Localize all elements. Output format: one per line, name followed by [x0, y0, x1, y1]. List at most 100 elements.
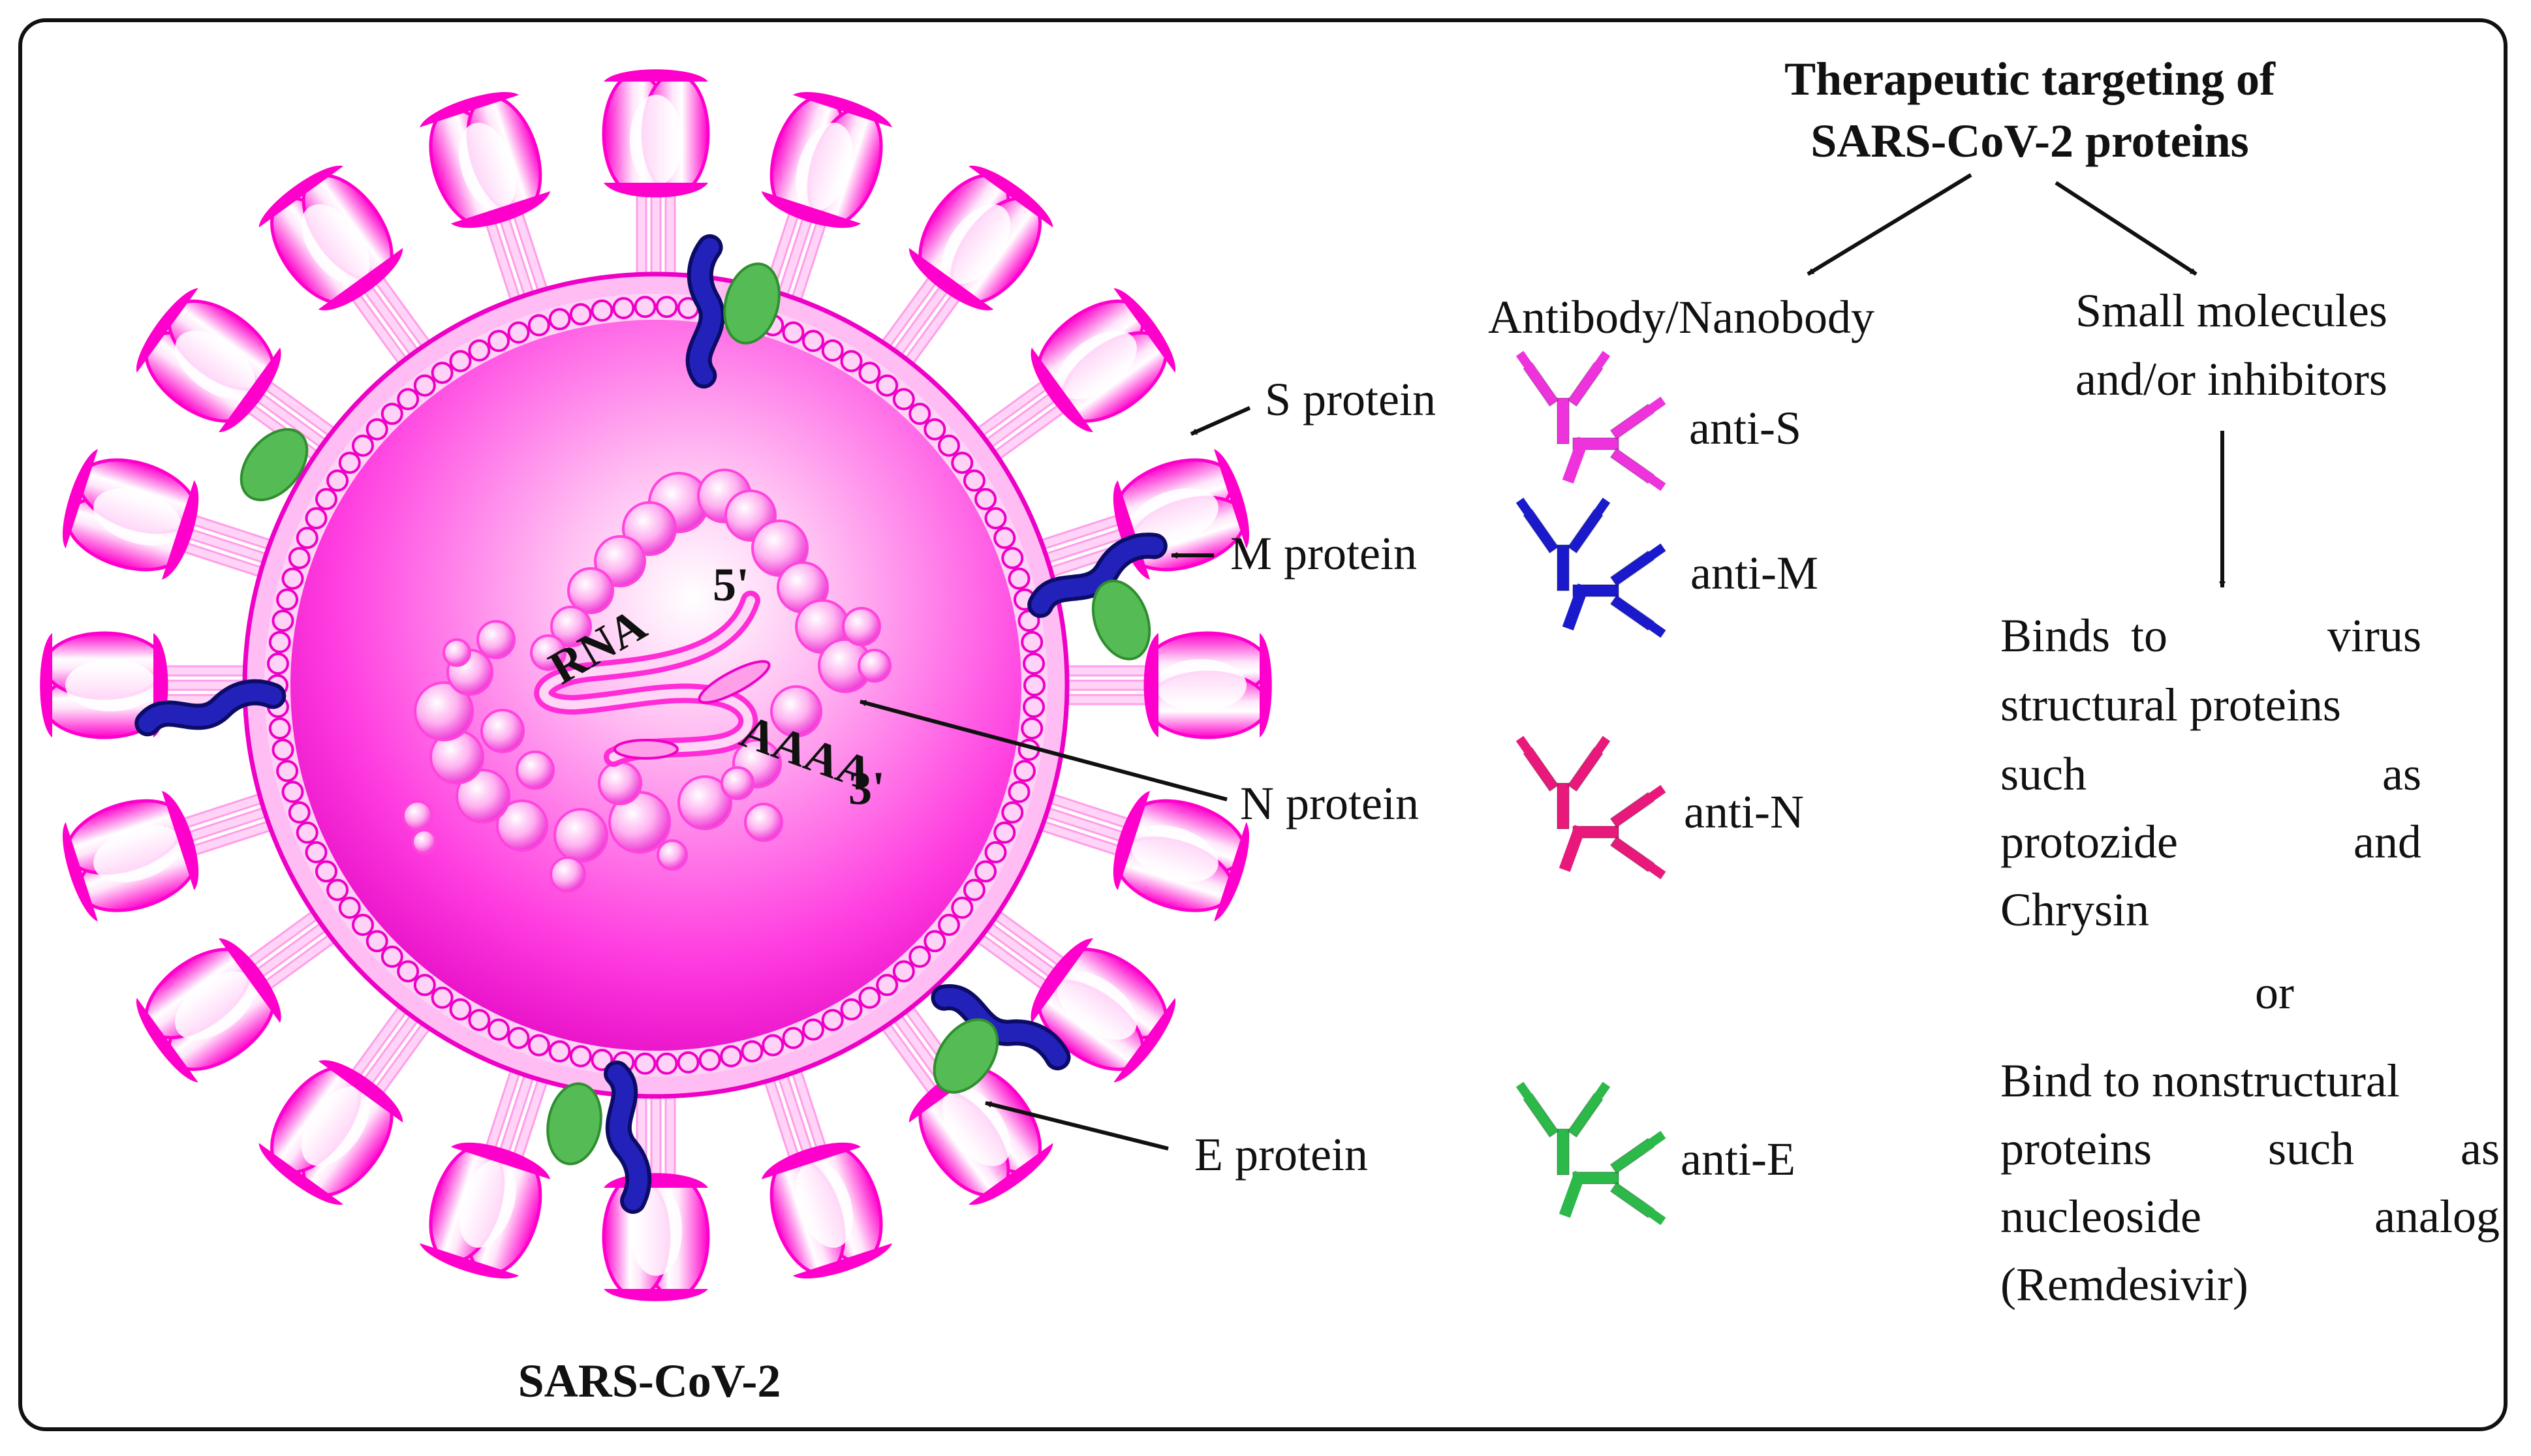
n-protein-bubble [594, 535, 646, 587]
spike-proteins [40, 69, 1272, 1301]
membrane-bead [963, 469, 986, 492]
m-proteins [134, 234, 1168, 1214]
antibody-fragment [1562, 583, 1589, 631]
anti-s-label: anti-S [1689, 402, 1801, 454]
membrane-bead [938, 914, 961, 937]
small-molecules-line-1: Small molecules [2075, 285, 2387, 337]
n-protein-bubble [550, 606, 592, 647]
membrane-bead [821, 339, 844, 362]
e-protein [240, 427, 309, 502]
n-protein-bubble [550, 856, 586, 893]
n-protein-bubble [456, 769, 510, 824]
structural-line-1-word-1: Binds [2000, 610, 2110, 662]
anti-m-label: anti-M [1690, 547, 1818, 599]
membrane-bead [1013, 760, 1036, 782]
s-protein-arrow [1190, 406, 1251, 436]
membrane-bead [315, 860, 337, 883]
n-protein-bubble [677, 775, 732, 830]
e-protein-label: E protein [1194, 1128, 1368, 1181]
membrane-bead [1001, 801, 1024, 824]
spike-protein [869, 165, 1053, 381]
antibody-glyph [1572, 1130, 1666, 1226]
structural-line-1-word-3: virus [2327, 610, 2421, 662]
nonstructural-line-2-word-1: proteins [2000, 1123, 2152, 1175]
membrane-bead [612, 297, 635, 320]
membrane-bead [527, 1034, 550, 1057]
structural-text: Binds to virus structural proteins such … [2000, 610, 2421, 936]
e-protein [933, 1018, 999, 1094]
n-protein-bubble [414, 681, 474, 741]
antibody-heading: Antibody/Nanobody [1488, 291, 1874, 343]
membrane-beads [266, 296, 1046, 1075]
anti-n-label: anti-N [1684, 786, 1804, 838]
antibody-list [1515, 350, 1666, 1226]
n-protein-nucleocapsid [402, 469, 892, 893]
antibody-anti-S [1515, 350, 1666, 491]
n-protein-bubble [411, 829, 437, 855]
title-line-1: Therapeutic targeting of [1784, 53, 2276, 105]
membrane-bead [741, 1040, 764, 1062]
membrane-bead [305, 507, 328, 530]
rna-segment [698, 660, 771, 704]
spike-protein [420, 1050, 555, 1278]
antibody-fragment [1562, 437, 1589, 484]
membrane-bead [782, 1027, 805, 1049]
membrane-bead [908, 945, 931, 968]
antibody-glyph [1515, 497, 1611, 591]
membrane-bead [449, 350, 472, 373]
n-protein-bubble [842, 607, 881, 646]
n-protein-bubble [496, 799, 548, 852]
spike-protein [136, 899, 352, 1083]
membrane-bead [365, 418, 388, 441]
spike-protein [602, 1076, 710, 1301]
membrane-bead [655, 296, 678, 318]
membrane-bead [1023, 652, 1046, 675]
structural-line-3-word-2: as [2382, 748, 2421, 800]
nonstructural-line-3-word-2: analog [2374, 1190, 2500, 1243]
nonstructural-line-4: (Remdesivir) [2000, 1258, 2248, 1310]
membrane-bead [569, 1045, 592, 1068]
membrane-bead [268, 717, 291, 740]
structural-line-4-word-1: protozide [2000, 816, 2178, 868]
nonstructural-line-3-word-1: nucleoside [2000, 1190, 2201, 1243]
structural-line-3-word-1: such [2000, 748, 2087, 800]
membrane-bead [1021, 717, 1044, 740]
membrane-bead [951, 896, 974, 919]
membrane-bead [591, 299, 613, 322]
membrane-bead [655, 1052, 678, 1075]
membrane-bead [698, 1049, 721, 1072]
n-protein-bubble [567, 567, 614, 614]
title-line-2: SARS-CoV-2 proteins [1810, 115, 2248, 167]
membrane-bead [908, 403, 931, 426]
membrane-bead [365, 930, 388, 953]
three-prime-label: 3' [848, 762, 885, 814]
virus-caption: SARS-CoV-2 [518, 1355, 781, 1407]
n-protein-bubble [858, 649, 892, 683]
e-protein-arrow [985, 1101, 1169, 1151]
antibody-fragment [1559, 1171, 1586, 1218]
n-protein-bubble [598, 761, 642, 805]
membrane-bead [305, 841, 328, 863]
antibody-glyph [1515, 736, 1611, 829]
antibody-anti-N [1515, 736, 1666, 880]
membrane-bead [801, 1018, 824, 1041]
membrane-bead [924, 930, 946, 953]
spike-protein [602, 69, 710, 295]
antibody-anti-M [1515, 497, 1666, 638]
five-prime-label: 5' [713, 559, 749, 611]
nonstructural-text: Bind to nonstructural proteins such as n… [2000, 1055, 2500, 1310]
membrane-bead [397, 388, 420, 410]
membrane-bead [720, 1045, 743, 1068]
membrane-bead [548, 308, 571, 331]
membrane-bead [276, 760, 299, 782]
membrane-bead [892, 960, 915, 983]
membrane-bead [634, 1052, 657, 1075]
membrane-bead [1023, 696, 1046, 719]
m-protein [685, 234, 725, 389]
membrane-bead [488, 330, 510, 352]
branch-arrow-right [2055, 181, 2197, 276]
antibody-glyph [1515, 1081, 1611, 1175]
n-protein-label: N protein [1240, 777, 1419, 829]
membrane-bead [338, 452, 361, 474]
membrane-bead [272, 610, 294, 632]
